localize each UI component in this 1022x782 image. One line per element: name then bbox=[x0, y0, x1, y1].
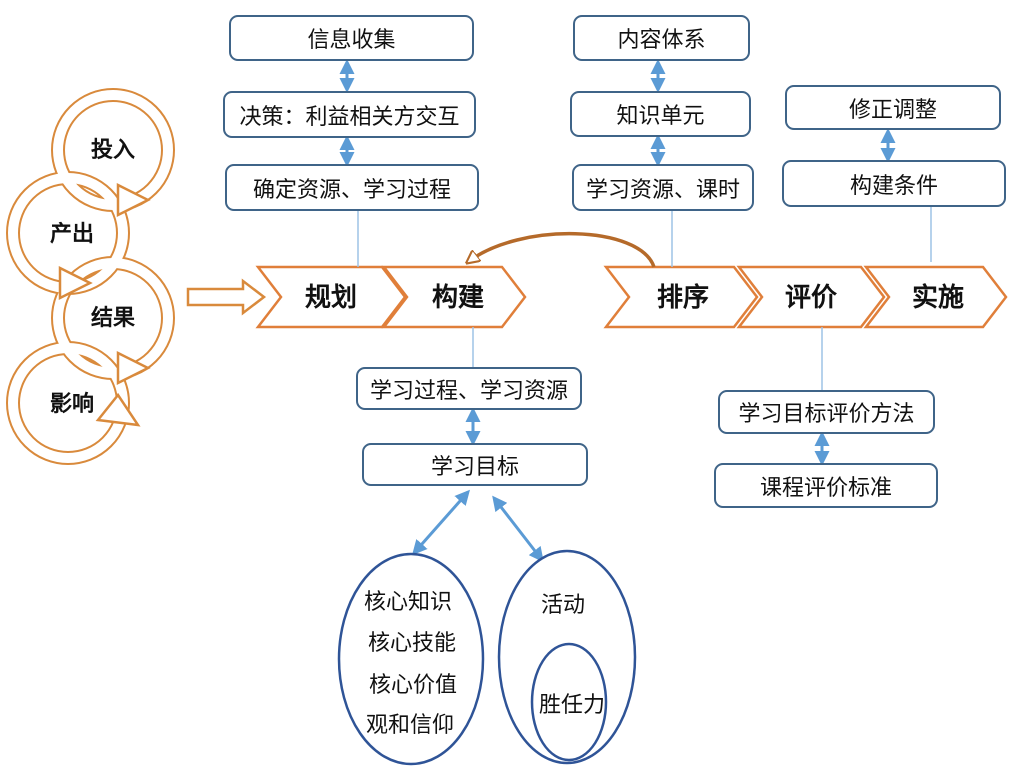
box-resources-hours: 学习资源、课时 bbox=[572, 164, 754, 211]
activity-ellipse-inner bbox=[530, 642, 608, 762]
box-process-resources: 学习过程、学习资源 bbox=[356, 367, 582, 410]
core-knowledge: 核心知识 bbox=[364, 590, 452, 615]
link-goal-core bbox=[412, 489, 470, 556]
ring-arrowhead-4 bbox=[95, 392, 141, 427]
chevron-sort bbox=[603, 265, 759, 329]
stage-label-build: 构建 bbox=[432, 283, 484, 313]
core-skill: 核心技能 bbox=[368, 631, 456, 656]
box-goal-evaluation-method: 学习目标评价方法 bbox=[718, 390, 935, 434]
ring-arrowhead-2 bbox=[58, 265, 93, 301]
core-ellipse bbox=[337, 552, 485, 766]
cycle-label-impact: 影响 bbox=[50, 391, 94, 417]
stage-label-implement: 实施 bbox=[912, 282, 964, 313]
chevron-implement bbox=[863, 265, 1008, 329]
box-information-gathering: 信息收集 bbox=[229, 15, 474, 61]
box-learning-goals: 学习目标 bbox=[362, 443, 588, 486]
cycle-label-result: 结果 bbox=[91, 305, 135, 331]
flow-arrow bbox=[186, 278, 267, 316]
chevron-evaluate bbox=[736, 265, 886, 329]
box-content-system: 内容体系 bbox=[573, 15, 750, 61]
stage-label-plan: 规划 bbox=[305, 283, 357, 313]
stage-label-sort: 排序 bbox=[657, 282, 709, 313]
ring-arrowhead-3 bbox=[116, 350, 151, 386]
chevron-build bbox=[381, 265, 527, 329]
box-knowledge-unit: 知识单元 bbox=[570, 91, 751, 137]
link-goal-activity bbox=[492, 495, 544, 563]
core-value: 核心价值 bbox=[369, 673, 457, 698]
stage-label-evaluate: 评价 bbox=[785, 283, 838, 313]
competency-label: 胜任力 bbox=[539, 693, 605, 718]
box-build-conditions: 构建条件 bbox=[782, 160, 1006, 207]
cycle-arrowheads bbox=[58, 182, 151, 427]
chevron-plan bbox=[255, 265, 407, 329]
cycle-label-output: 产出 bbox=[50, 222, 94, 247]
box-stakeholder-decision: 决策：利益相关方交互 bbox=[223, 91, 476, 138]
ring-arrowhead-1 bbox=[116, 182, 151, 218]
box-course-evaluation-standard: 课程评价标准 bbox=[714, 463, 938, 508]
loop-back-arrow bbox=[468, 232, 656, 268]
activity-label: 活动 bbox=[541, 593, 585, 618]
cycle-label-input: 投入 bbox=[91, 138, 135, 163]
core-belief: 观和信仰 bbox=[366, 713, 454, 738]
box-revise-adjust: 修正调整 bbox=[785, 85, 1001, 130]
box-resource-process: 确定资源、学习过程 bbox=[225, 164, 479, 211]
